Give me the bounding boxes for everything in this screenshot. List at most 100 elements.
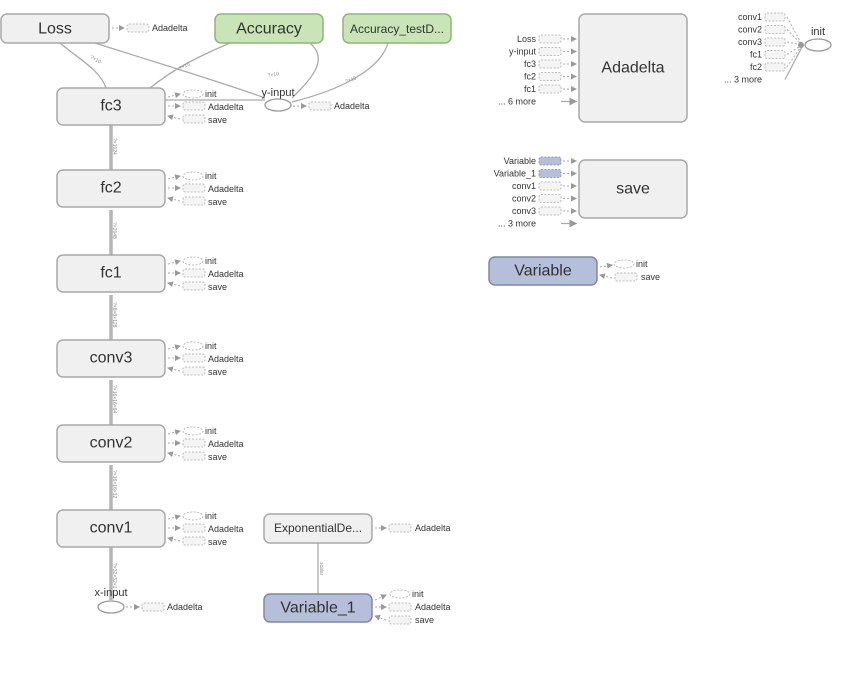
save-input-label: conv1: [512, 181, 536, 191]
init-input-label: fc2: [750, 62, 762, 72]
adadelta-input-label: fc3: [524, 59, 536, 69]
variable-stubs: init save: [599, 259, 660, 282]
init-input-label: ... 3 more: [724, 75, 762, 85]
save-input-label: conv2: [512, 194, 536, 204]
svg-text:Accuracy: Accuracy: [236, 21, 302, 38]
init-input-label: conv3: [738, 37, 762, 47]
adadelta-input-label: fc2: [524, 72, 536, 82]
fc1-node[interactable]: fc1: [56, 254, 166, 293]
edge-label-acc-fc3: ?×10: [178, 62, 191, 72]
main-chain-edges: [109, 125, 319, 600]
svg-text:y-input: y-input: [261, 87, 294, 99]
edge-label-fc2-fc1: ?×2048: [111, 222, 117, 239]
adadelta-input-label: ... 6 more: [498, 97, 536, 107]
x-input-node[interactable]: x-input: [94, 587, 128, 614]
fc2-node[interactable]: fc2: [56, 169, 166, 208]
exp-decay-adadelta-stub: Adadelta: [375, 523, 451, 533]
svg-text:Adadelta: Adadelta: [152, 23, 188, 33]
variable-1-node[interactable]: Variable_1: [263, 593, 373, 623]
loss-adadelta-stub: Adadelta: [112, 23, 188, 33]
conv2-node[interactable]: conv2: [56, 424, 166, 463]
svg-text:Adadelta: Adadelta: [601, 60, 664, 77]
svg-text:save: save: [208, 115, 227, 125]
save-input-label: Variable_1: [494, 169, 536, 179]
top-edges: [59, 42, 389, 103]
svg-text:init: init: [205, 511, 217, 521]
init-input-label: conv2: [738, 25, 762, 35]
edge-label-y-acct: ?×10: [345, 75, 358, 85]
save-input-label: ... 3 more: [498, 219, 536, 229]
exponential-decay-node[interactable]: ExponentialDe...: [263, 513, 373, 544]
init-input-label: conv1: [738, 12, 762, 22]
accuracy-test-node[interactable]: Accuracy_testD...: [342, 13, 452, 44]
svg-text:Accuracy_testD...: Accuracy_testD...: [350, 22, 444, 36]
svg-text:conv2: conv2: [90, 435, 133, 452]
svg-text:Adadelta: Adadelta: [208, 102, 244, 112]
svg-text:save: save: [208, 452, 227, 462]
conv3-node[interactable]: conv3: [56, 339, 166, 378]
svg-text:fc1: fc1: [100, 265, 121, 282]
svg-text:save: save: [641, 272, 660, 282]
svg-text:fc2: fc2: [100, 180, 121, 197]
edge-label-exp-var: scalar: [318, 562, 324, 576]
svg-text:init: init: [205, 426, 217, 436]
svg-text:Adadelta: Adadelta: [208, 524, 244, 534]
adadelta-input-label: fc1: [524, 84, 536, 94]
svg-text:conv3: conv3: [90, 350, 133, 367]
svg-text:save: save: [208, 367, 227, 377]
svg-text:save: save: [616, 181, 650, 198]
svg-text:Adadelta: Adadelta: [167, 602, 203, 612]
svg-text:Variable: Variable: [514, 263, 572, 280]
edge-label-y-acc: ?×10: [267, 71, 279, 79]
svg-text:x-input: x-input: [94, 587, 127, 599]
svg-text:init: init: [205, 171, 217, 181]
init-node[interactable]: init: [804, 26, 832, 52]
save-input-label: conv3: [512, 206, 536, 216]
edge-label-conv3-conv2: ?×16×16×64: [111, 385, 117, 413]
edge-label-fc1-conv3: ?×8×8×128: [111, 302, 117, 328]
svg-text:save: save: [415, 615, 434, 625]
adadelta-input-label: Loss: [517, 34, 537, 44]
accuracy-node[interactable]: Accuracy: [214, 13, 324, 44]
svg-text:init: init: [205, 89, 217, 99]
adadelta-input-label: y-input: [509, 47, 537, 57]
svg-text:Adadelta: Adadelta: [208, 184, 244, 194]
svg-text:Adadelta: Adadelta: [415, 523, 451, 533]
edge-label-conv2-conv1: ?×16×16×32: [111, 470, 117, 498]
edge-label-conv1-x: ?×32×32×1: [111, 563, 117, 589]
adadelta-node[interactable]: Adadelta: [578, 13, 688, 123]
y-input-node[interactable]: y-input: [261, 87, 295, 112]
conv1-node[interactable]: conv1: [56, 509, 166, 548]
y-input-adadelta-stub: Adadelta: [293, 101, 370, 111]
svg-text:init: init: [811, 26, 825, 38]
svg-text:init: init: [412, 589, 424, 599]
svg-text:Adadelta: Adadelta: [334, 101, 370, 111]
edge-label-loss-fc3: ?×10: [89, 55, 102, 66]
svg-text:init: init: [205, 256, 217, 266]
svg-text:Loss: Loss: [38, 21, 72, 38]
svg-text:save: save: [208, 197, 227, 207]
loss-node[interactable]: Loss: [0, 13, 110, 44]
svg-text:init: init: [205, 341, 217, 351]
variable-node[interactable]: Variable: [488, 256, 598, 286]
svg-text:ExponentialDe...: ExponentialDe...: [274, 521, 362, 535]
svg-text:save: save: [208, 282, 227, 292]
x-input-adadelta-stub: Adadelta: [126, 602, 203, 612]
svg-text:fc3: fc3: [100, 98, 121, 115]
svg-text:Adadelta: Adadelta: [208, 439, 244, 449]
fc3-node[interactable]: fc3: [56, 87, 166, 126]
save-input-label: Variable: [504, 156, 536, 166]
save-node[interactable]: save: [578, 159, 688, 219]
edge-label-fc3-fc2: ?×1024: [111, 138, 117, 155]
svg-text:init: init: [636, 259, 648, 269]
svg-text:save: save: [208, 537, 227, 547]
svg-text:Adadelta: Adadelta: [415, 602, 451, 612]
